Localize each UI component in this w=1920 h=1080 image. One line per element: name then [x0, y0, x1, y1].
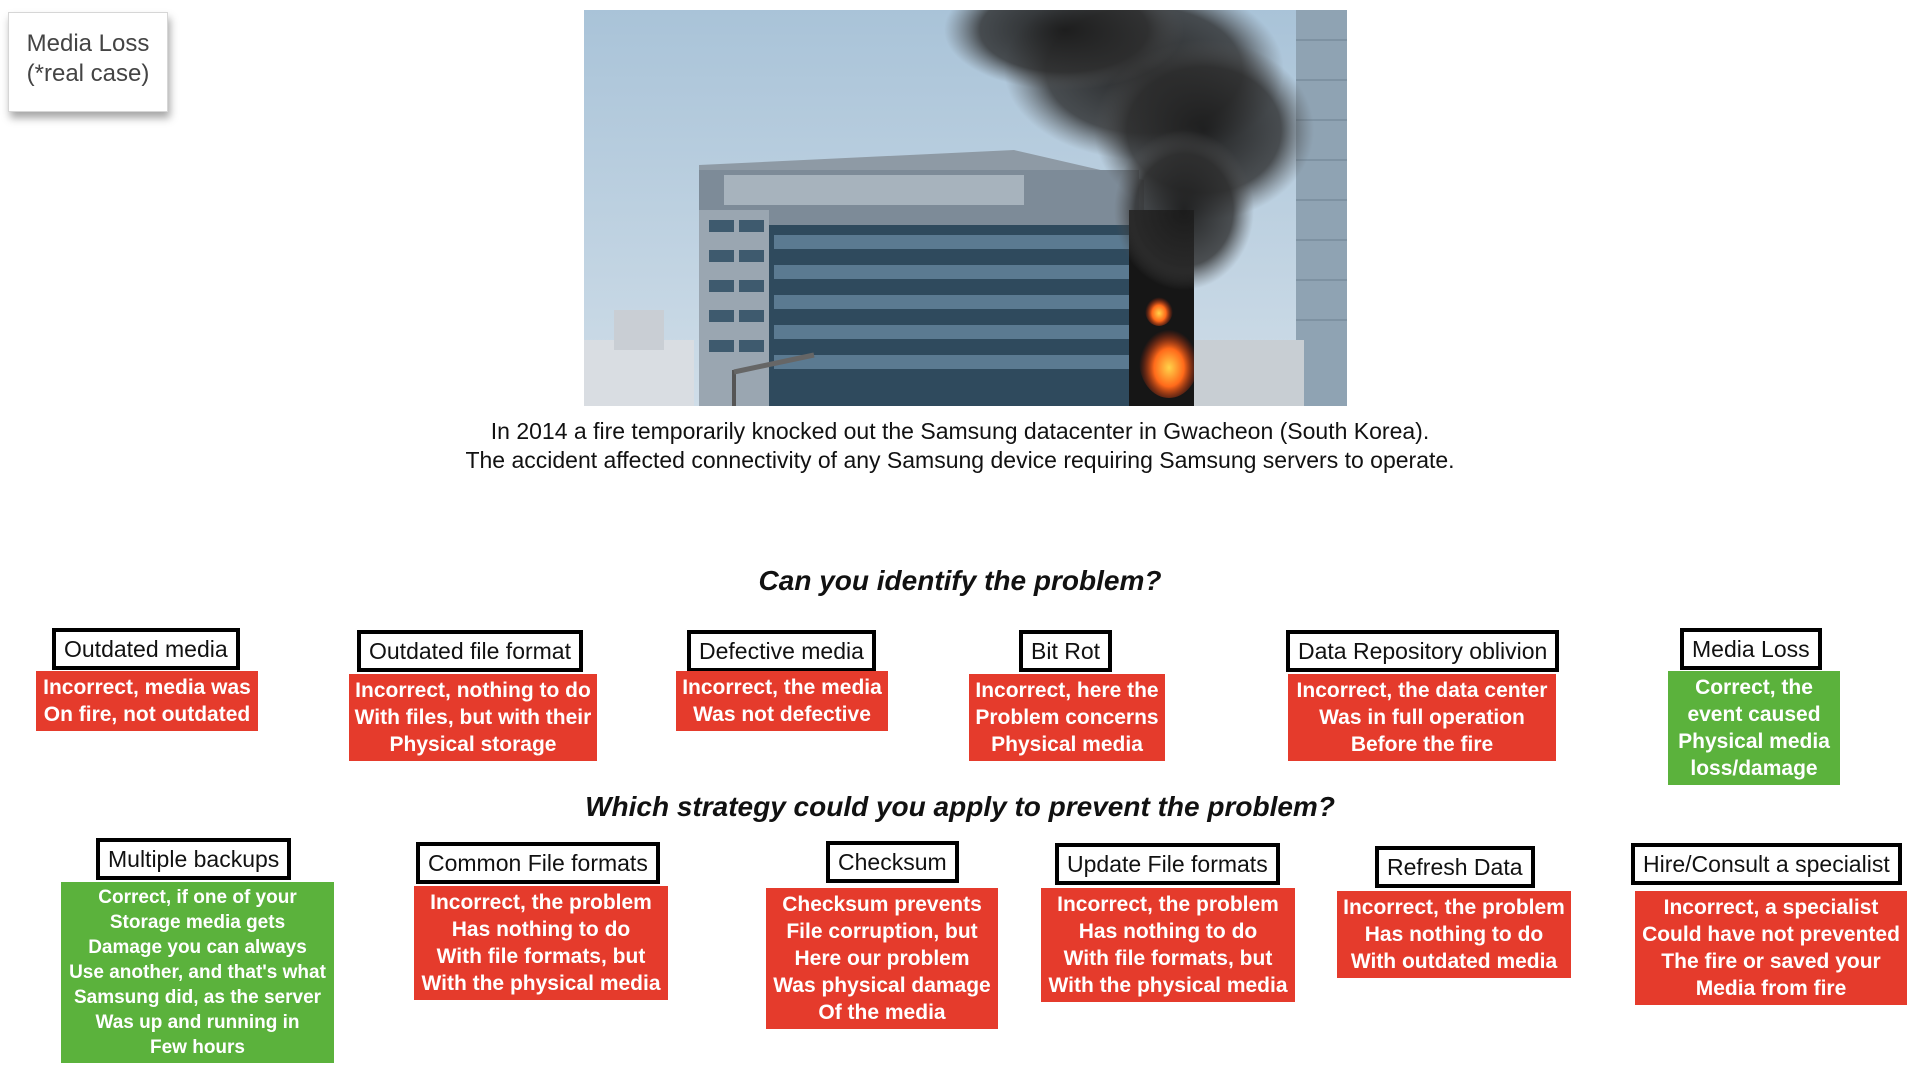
feedback-multiple-backups: Correct, if one of your Storage media ge…: [61, 882, 334, 1063]
feedback-line: Physical media: [991, 733, 1143, 756]
feedback-line: Was physical damage: [773, 974, 991, 997]
option-outdated-media[interactable]: Outdated media: [52, 628, 240, 670]
feedback-line: With file formats, but: [436, 945, 646, 968]
option-refresh-data[interactable]: Refresh Data: [1375, 846, 1535, 888]
feedback-line: Could have not prevented: [1642, 923, 1900, 946]
feedback-line: event caused: [1687, 703, 1821, 726]
feedback-line: Correct, if one of your: [98, 887, 297, 908]
option-checksum[interactable]: Checksum: [826, 841, 959, 883]
feedback-line: File corruption, but: [786, 920, 978, 943]
datacenter-fire-illustration: [584, 10, 1347, 406]
feedback-common-file-formats: Incorrect, the problem Has nothing to do…: [414, 886, 668, 1000]
feedback-line: Incorrect, nothing to do: [355, 679, 591, 702]
feedback-update-file-formats: Incorrect, the problem Has nothing to do…: [1041, 888, 1295, 1002]
feedback-outdated-file-format: Incorrect, nothing to do With files, but…: [349, 674, 597, 761]
feedback-line: Has nothing to do: [1078, 920, 1258, 943]
option-hire-consult-specialist[interactable]: Hire/Consult a specialist: [1631, 843, 1902, 885]
feedback-line: Incorrect, the problem: [1343, 896, 1565, 919]
option-common-file-formats[interactable]: Common File formats: [416, 842, 660, 884]
feedback-line: Was up and running in: [95, 1012, 300, 1033]
option-defective-media[interactable]: Defective media: [687, 630, 876, 672]
feedback-line: Incorrect, the media: [682, 676, 882, 699]
feedback-checksum: Checksum prevents File corruption, but H…: [766, 888, 998, 1029]
feedback-line: Incorrect, media was: [43, 676, 251, 699]
feedback-line: Incorrect, a specialist: [1663, 896, 1879, 919]
feedback-media-loss: Correct, the event caused Physical media…: [1668, 671, 1840, 785]
feedback-line: loss/damage: [1690, 757, 1818, 780]
datacenter-fire-photo: [584, 10, 1347, 406]
feedback-line: Incorrect, the data center: [1296, 679, 1548, 702]
feedback-line: Use another, and that's what: [69, 962, 326, 983]
slide-tag-title: Media Loss: [26, 30, 150, 57]
feedback-line: Incorrect, the problem: [1057, 893, 1279, 916]
caption-line-2: The accident affected connectivity of an…: [465, 447, 1455, 473]
feedback-line: Problem concerns: [975, 706, 1159, 729]
feedback-outdated-media: Incorrect, media was On fire, not outdat…: [36, 671, 258, 731]
feedback-line: With file formats, but: [1063, 947, 1273, 970]
feedback-data-repository-oblivion: Incorrect, the data center Was in full o…: [1288, 674, 1556, 761]
feedback-line: The fire or saved your: [1661, 950, 1881, 973]
slide-tag-subtitle: (*real case): [26, 60, 150, 87]
feedback-line: Media from fire: [1695, 977, 1847, 1000]
feedback-bit-rot: Incorrect, here the Problem concerns Phy…: [969, 674, 1165, 761]
photo-caption: In 2014 a fire temporarily knocked out t…: [240, 417, 1680, 475]
feedback-line: Storage media gets: [109, 912, 286, 933]
feedback-line: Samsung did, as the server: [73, 987, 322, 1008]
slide-tag: Media Loss (*real case): [8, 12, 168, 112]
feedback-line: Damage you can always: [88, 937, 307, 958]
feedback-line: Physical media: [1678, 730, 1830, 753]
question-prevention-strategy: Which strategy could you apply to preven…: [585, 791, 1335, 822]
feedback-line: Physical storage: [389, 733, 557, 756]
option-update-file-formats[interactable]: Update File formats: [1055, 843, 1280, 885]
feedback-line: With files, but with their: [354, 706, 592, 729]
feedback-line: Was in full operation: [1319, 706, 1525, 729]
caption-line-1: In 2014 a fire temporarily knocked out t…: [490, 418, 1430, 444]
feedback-hire-consult-specialist: Incorrect, a specialist Could have not p…: [1635, 891, 1907, 1005]
feedback-line: With the physical media: [1048, 974, 1288, 997]
feedback-line: Correct, the: [1695, 676, 1813, 699]
feedback-line: Was not defective: [693, 703, 871, 726]
feedback-defective-media: Incorrect, the media Was not defective: [676, 671, 888, 731]
feedback-line: Has nothing to do: [451, 918, 631, 941]
feedback-line: Incorrect, here the: [975, 679, 1159, 702]
option-bit-rot[interactable]: Bit Rot: [1019, 630, 1113, 672]
feedback-refresh-data: Incorrect, the problem Has nothing to do…: [1337, 891, 1571, 978]
option-outdated-file-format[interactable]: Outdated file format: [357, 630, 583, 672]
option-data-repository-oblivion[interactable]: Data Repository oblivion: [1286, 630, 1560, 672]
feedback-line: On fire, not outdated: [43, 703, 251, 726]
feedback-line: Has nothing to do: [1364, 923, 1544, 946]
feedback-line: With outdated media: [1350, 950, 1558, 973]
feedback-line: Of the media: [818, 1001, 946, 1024]
feedback-line: Before the fire: [1350, 733, 1494, 756]
feedback-line: Incorrect, the problem: [430, 891, 652, 914]
feedback-line: Checksum prevents: [782, 893, 982, 916]
feedback-line: With the physical media: [421, 972, 661, 995]
option-media-loss[interactable]: Media Loss: [1680, 628, 1822, 670]
feedback-line: Here our problem: [794, 947, 970, 970]
feedback-line: Few hours: [149, 1037, 245, 1058]
option-multiple-backups[interactable]: Multiple backups: [96, 838, 292, 880]
question-identify-problem: Can you identify the problem?: [758, 565, 1162, 596]
